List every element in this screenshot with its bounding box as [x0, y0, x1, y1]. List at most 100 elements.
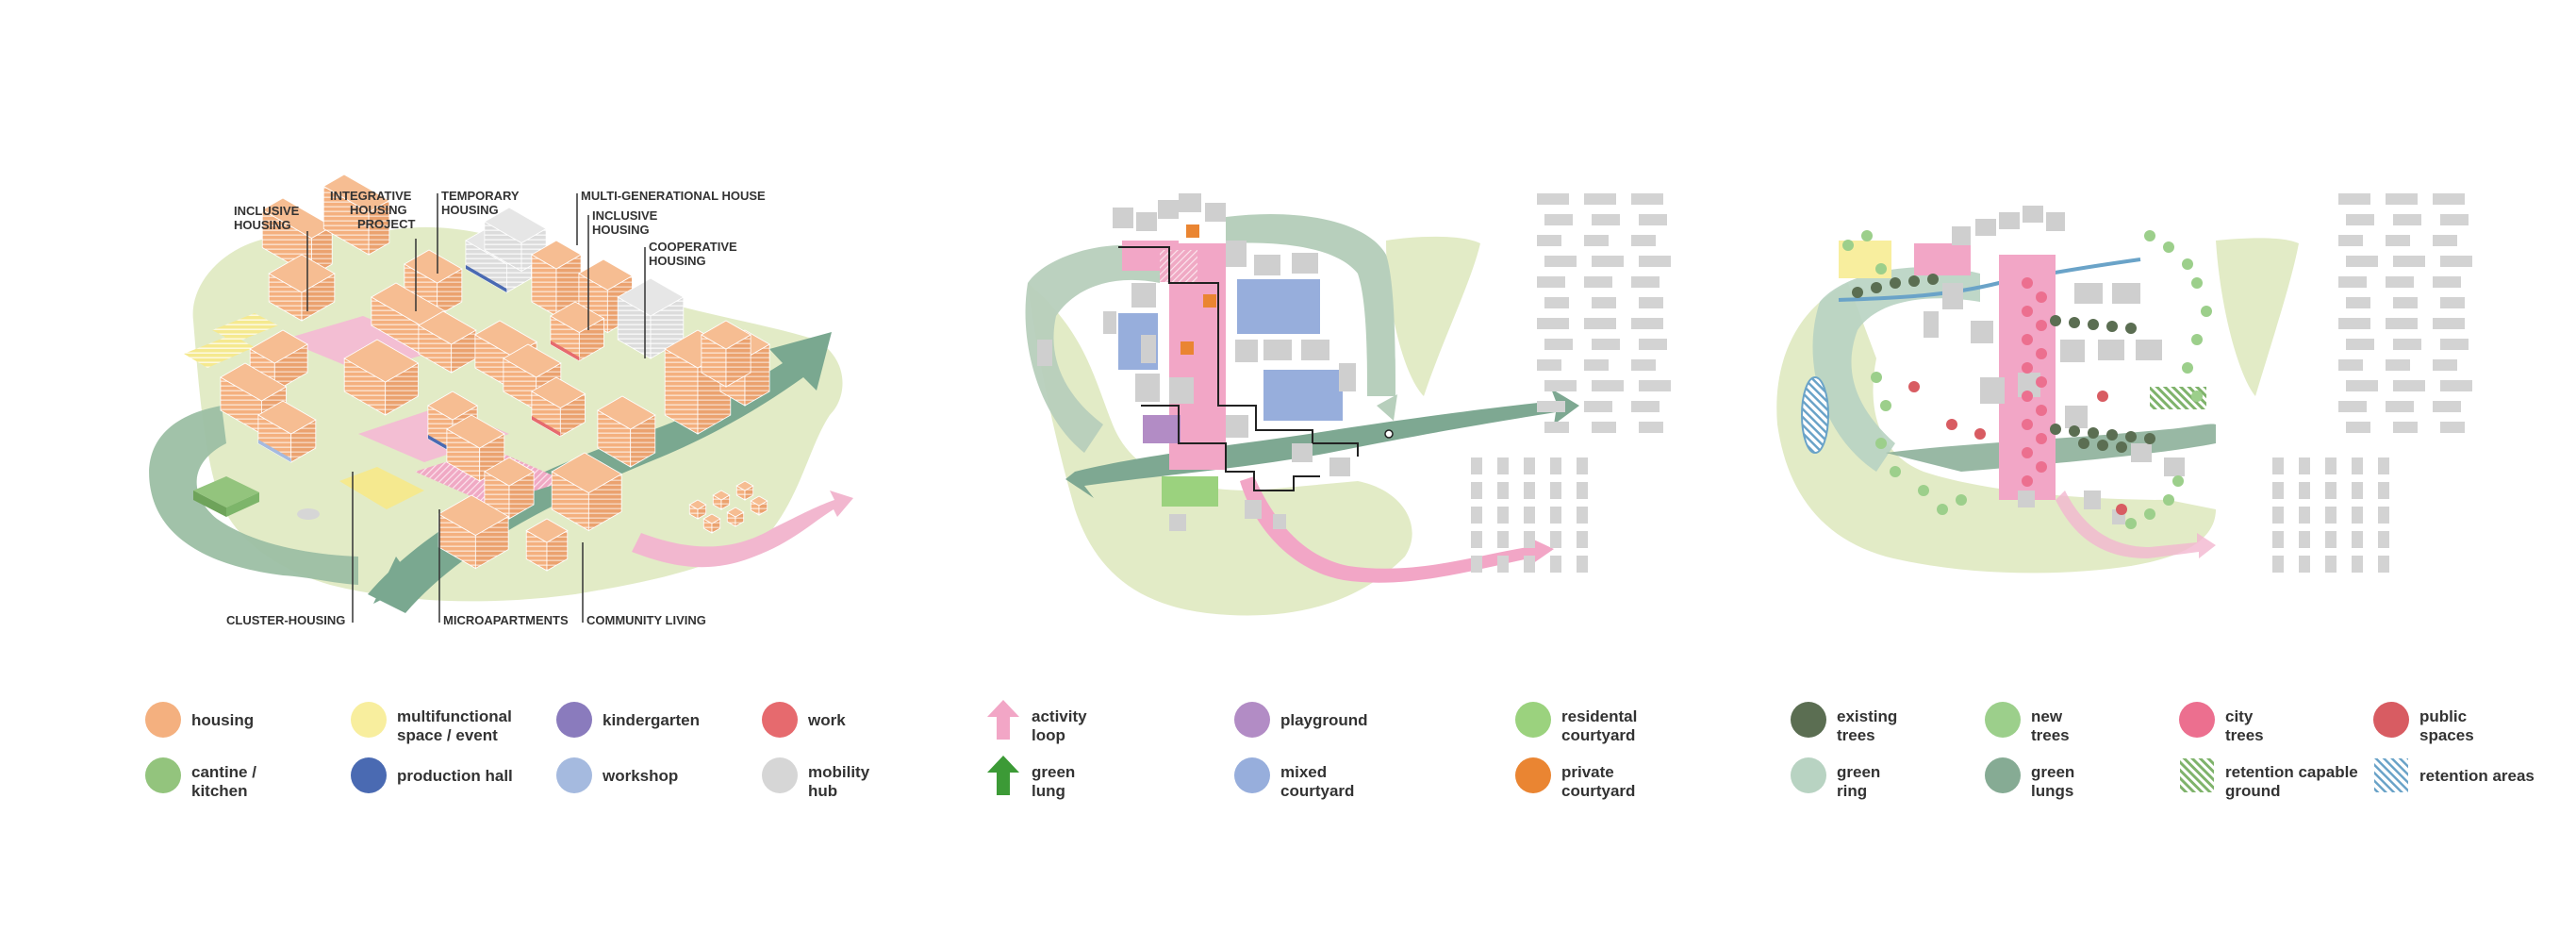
town-house [1639, 339, 1667, 350]
town-house [1631, 401, 1660, 412]
town-house [1537, 235, 1561, 246]
town-house [2352, 507, 2363, 524]
town-house [1550, 556, 1561, 573]
tree-marker [1852, 287, 1863, 298]
panel-open-spaces [1025, 193, 1671, 616]
tree-marker [1890, 277, 1901, 289]
legend-green-lungs-swatch [1985, 757, 2021, 793]
town-house [2272, 457, 2284, 474]
town-house [2325, 507, 2337, 524]
isometric-buildings [220, 174, 770, 572]
town-house [1592, 422, 1616, 433]
pink-path-3 [2056, 491, 2216, 558]
town-house [2352, 457, 2363, 474]
building-footprint [2112, 283, 2140, 304]
site-buildings [1037, 193, 1356, 531]
multifunctional-block-3 [339, 467, 424, 509]
legend-public-spaces-swatch [2373, 702, 2409, 738]
town-house [2325, 531, 2337, 548]
site-buildings [1924, 206, 2185, 524]
tree-marker [2022, 362, 2033, 374]
building-footprint [1226, 241, 1247, 267]
town-house [2433, 401, 2461, 412]
town-house [1584, 318, 1616, 329]
town-house [1631, 235, 1656, 246]
building-footprint [1113, 208, 1133, 228]
building-footprint [2060, 340, 2085, 362]
town-house [2352, 531, 2363, 548]
building-footprint [2164, 457, 2185, 476]
town-house [2378, 531, 2389, 548]
town-house [1584, 401, 1612, 412]
legend-residental-courtyard-swatch [1515, 702, 1551, 738]
town-house [1584, 276, 1612, 288]
town-house [1471, 531, 1482, 548]
building-block [446, 414, 505, 482]
building-block [597, 395, 656, 468]
town-house [2378, 482, 2389, 499]
building-block [322, 174, 390, 256]
town-house [2378, 507, 2389, 524]
town-house [1639, 256, 1671, 267]
building-footprint [2018, 491, 2035, 507]
town-house [2338, 318, 2370, 329]
town-house [2346, 297, 2370, 308]
building-block [343, 339, 420, 416]
legend-new-trees-swatch [1985, 702, 2021, 738]
town-house [2386, 276, 2414, 288]
tree-marker [1871, 282, 1882, 293]
tree-marker [2106, 429, 2118, 441]
legend-cantine-swatch [145, 757, 181, 793]
private-courtyard-1 [1186, 225, 1199, 238]
town-house [2378, 556, 2389, 573]
building-block [438, 494, 509, 570]
tree-marker [2036, 348, 2047, 359]
activity-route [1118, 246, 1359, 457]
town-house [2386, 359, 2410, 371]
town-house [1584, 235, 1609, 246]
building-footprint [1254, 255, 1280, 275]
label-microapartments: MICROAPARTMENTS [443, 613, 569, 627]
panel-green-infrastructure [1776, 193, 2472, 574]
town-house [2325, 482, 2337, 499]
tree-marker [2050, 424, 2061, 435]
activity-route-2 [1141, 405, 1320, 491]
small-house [712, 490, 731, 510]
town-house [1584, 359, 1609, 371]
town-house [1524, 482, 1535, 499]
town-house [1497, 531, 1509, 548]
building-footprint [1329, 457, 1350, 476]
activity-loop-arrow [1240, 476, 1554, 583]
mobility-pad [297, 508, 320, 520]
building-footprint [1205, 203, 1226, 222]
town-house [2346, 214, 2374, 225]
tree-marker [2106, 321, 2118, 332]
town-house [2272, 531, 2284, 548]
tree-marker [2022, 306, 2033, 317]
town-house [2440, 297, 2465, 308]
town-house [1631, 359, 1656, 371]
tree-marker [1875, 263, 1887, 274]
building-footprint [1292, 443, 1313, 462]
town-house [2338, 401, 2367, 412]
building-footprint [1245, 500, 1262, 519]
town-house [1544, 422, 1569, 433]
town-house [2346, 256, 2378, 267]
tree-marker [2144, 508, 2155, 520]
tree-marker [2036, 376, 2047, 388]
legend-retention-ground-swatch [2180, 758, 2214, 792]
small-house [750, 495, 768, 516]
town-house [1577, 482, 1588, 499]
town-house [1577, 556, 1588, 573]
tree-marker [2022, 419, 2033, 430]
building-footprint [1037, 340, 1052, 366]
town-house [1537, 193, 1569, 205]
tree-marker [2022, 447, 2033, 458]
tree-marker [2163, 241, 2174, 253]
green-lung-band [149, 406, 358, 585]
town-house [1592, 214, 1620, 225]
tree-marker [2022, 391, 2033, 402]
